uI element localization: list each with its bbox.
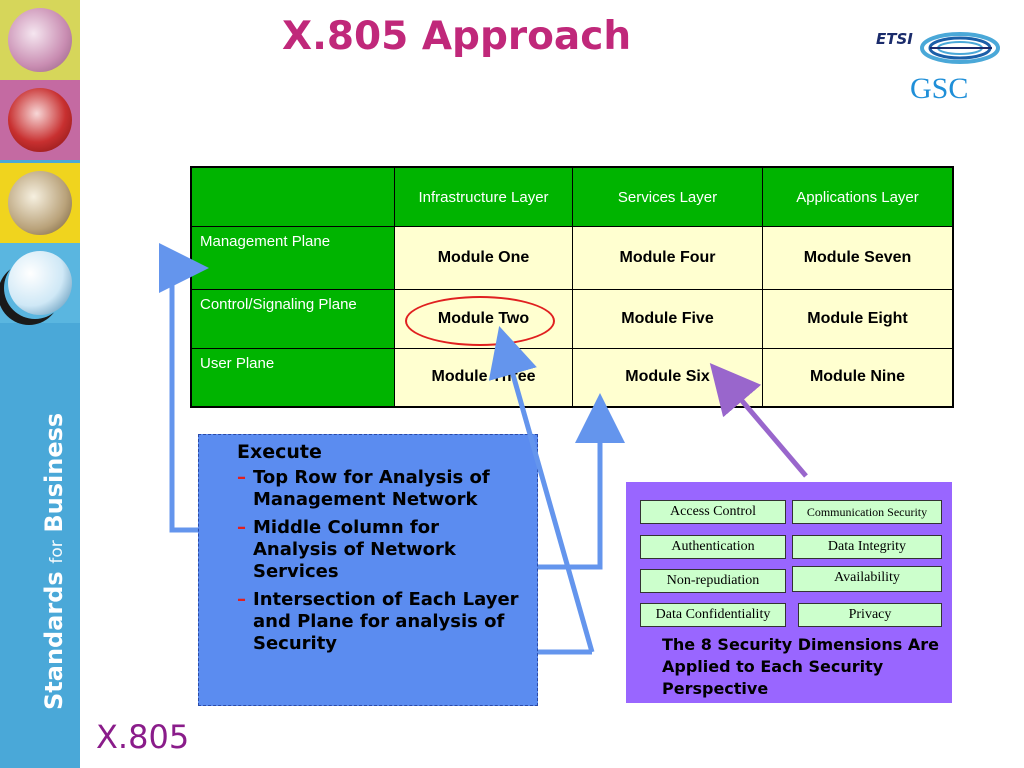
dimension-communication-security: Communication Security <box>792 500 942 524</box>
etsi-swirl-icon <box>920 32 1000 64</box>
dimension-authentication: Authentication <box>640 535 786 559</box>
globe-tile-2 <box>0 80 80 160</box>
module-one-cell: Module One <box>394 226 573 290</box>
logo-gsc-text: GSC <box>910 72 969 105</box>
footer-label: X.805 <box>96 718 190 756</box>
execute-item-text: Intersection of Each Layer and Plane for… <box>253 589 519 654</box>
logo-etsi-text: ETSI <box>876 30 913 48</box>
row-header-management-plane: Management Plane <box>190 226 395 290</box>
execute-box: Execute –Top Row for Analysis of Managem… <box>198 434 538 706</box>
column-header-services: Services Layer <box>572 166 763 227</box>
execute-item-text: Middle Column for Analysis of Network Se… <box>253 517 456 582</box>
etsi-gsc-logo: ETSI GSC <box>872 26 1004 112</box>
module-two-highlight-ring <box>405 296 555 346</box>
dimension-data-integrity: Data Integrity <box>792 535 942 559</box>
dash-bullet-icon: – <box>237 467 246 488</box>
execute-item-text: Top Row for Analysis of Management Netwo… <box>253 467 490 510</box>
table-header-row: Infrastructure Layer Services Layer Appl… <box>190 166 954 227</box>
crescent-icon <box>4 257 66 319</box>
module-nine-cell: Module Nine <box>762 348 954 407</box>
row-header-control-signaling-plane: Control/Signaling Plane <box>190 289 395 349</box>
column-header-infrastructure: Infrastructure Layer <box>394 166 573 227</box>
brand-word-standards: Standards <box>40 571 68 710</box>
row-header-user-plane: User Plane <box>190 348 395 407</box>
table-row: Management Plane Module One Module Four … <box>190 226 954 290</box>
globe-tile-4 <box>0 243 80 323</box>
execute-list: –Top Row for Analysis of Management Netw… <box>237 467 527 661</box>
dimension-availability: Availability <box>792 566 942 592</box>
list-item: –Intersection of Each Layer and Plane fo… <box>237 589 527 655</box>
arrow-to-services-column <box>538 393 625 570</box>
security-matrix-table: Infrastructure Layer Services Layer Appl… <box>190 166 954 408</box>
column-header-empty <box>190 166 395 227</box>
brand-word-business: Business <box>40 412 68 533</box>
vertical-brand-text: Standards for Business <box>0 330 80 730</box>
list-item: –Top Row for Analysis of Management Netw… <box>237 467 527 511</box>
module-six-cell: Module Six <box>572 348 763 407</box>
left-brand-bar: Standards for Business <box>0 0 80 768</box>
module-five-cell: Module Five <box>572 289 763 349</box>
dimension-access-control: Access Control <box>640 500 786 524</box>
module-seven-cell: Module Seven <box>762 226 954 290</box>
module-eight-cell: Module Eight <box>762 289 954 349</box>
table-row: User Plane Module Three Module Six Modul… <box>190 348 954 407</box>
list-item: –Middle Column for Analysis of Network S… <box>237 517 527 583</box>
brand-word-for: for <box>47 540 67 564</box>
dimension-non-repudiation: Non-repudiation <box>640 569 786 593</box>
dimension-privacy: Privacy <box>798 603 942 627</box>
security-dimensions-box: Access Control Communication Security Au… <box>626 482 952 703</box>
slide-title: X.805 Approach <box>282 14 632 59</box>
dimension-data-confidentiality: Data Confidentiality <box>640 603 786 627</box>
globe-icon <box>8 88 72 152</box>
module-four-cell: Module Four <box>572 226 763 290</box>
globe-icon <box>8 8 72 72</box>
dash-bullet-icon: – <box>237 517 246 538</box>
table-row: Control/Signaling Plane Module Two Modul… <box>190 289 954 349</box>
globe-tile-3 <box>0 163 80 243</box>
module-three-cell: Module Three <box>394 348 573 407</box>
globe-icon <box>8 251 72 315</box>
dimensions-caption: The 8 Security Dimensions Are Applied to… <box>662 635 939 698</box>
execute-title: Execute <box>237 441 322 463</box>
globe-icon <box>8 171 72 235</box>
dash-bullet-icon: – <box>237 589 246 610</box>
globe-tile-1 <box>0 0 80 80</box>
column-header-applications: Applications Layer <box>762 166 954 227</box>
